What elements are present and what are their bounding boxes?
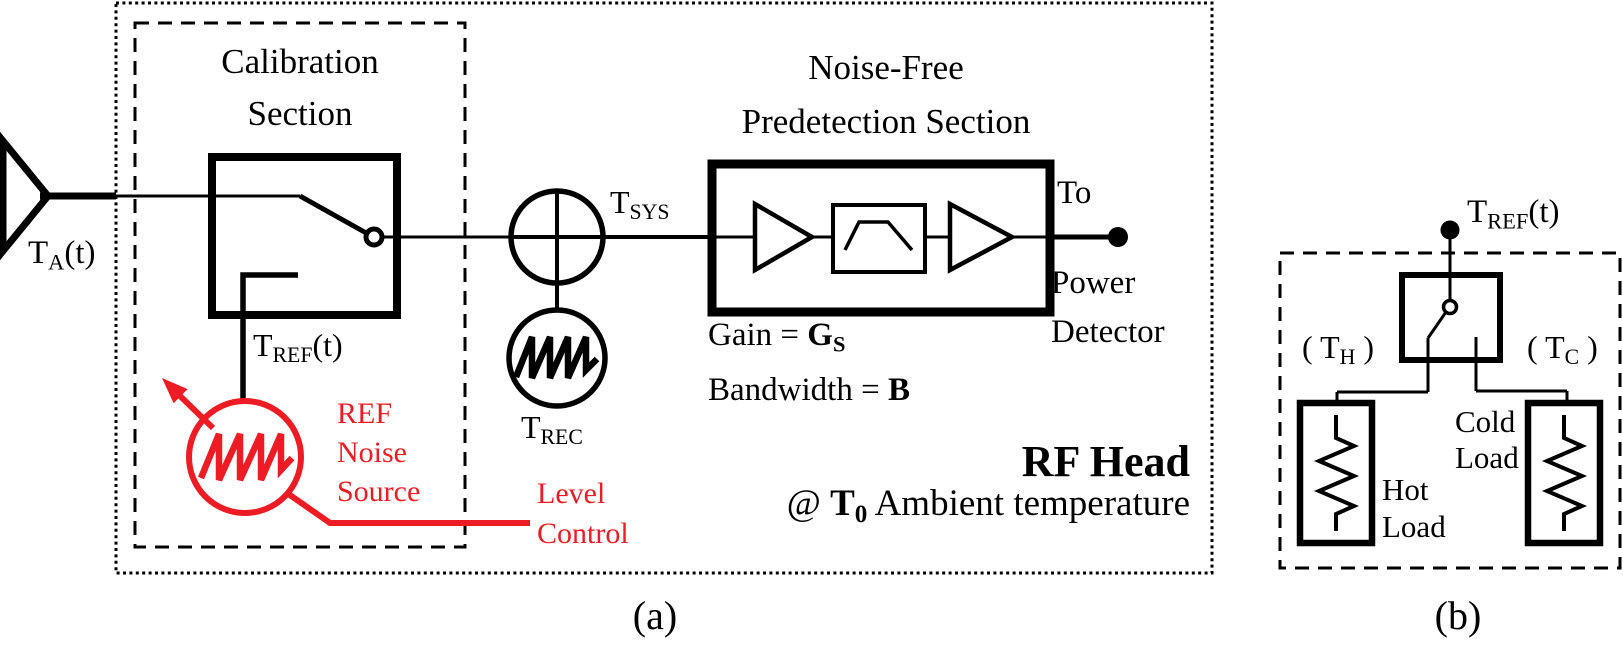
cold-load-label: Cold Load — [1455, 404, 1519, 475]
tref-label-b: TREF(t) — [1467, 194, 1560, 234]
calibration-dashed-box — [133, 21, 467, 549]
switch-ref-contact-line — [240, 272, 298, 403]
figure-a-caption: (a) — [632, 593, 678, 638]
trec-label: TREC — [521, 409, 583, 450]
ambient-temperature-label: @ T0 Ambient temperature — [786, 483, 1190, 529]
output-to-label: To — [1057, 175, 1092, 211]
cal-switch-lever — [1426, 311, 1448, 339]
calibration-section-title: Calibration Section — [221, 42, 379, 133]
amplifier2-icon — [947, 200, 1017, 274]
predetection-section-title: Noise-Free Predetection Section — [741, 48, 1031, 141]
variable-arrow-shaft — [175, 391, 216, 431]
antenna-temperature-label: TA(t) — [28, 235, 96, 275]
hot-load-resistor-icon — [1313, 415, 1360, 531]
ref-noise-source-label: REF Noise Source — [337, 397, 421, 508]
level-control-label: Level Control — [537, 477, 629, 550]
hot-temperature-label: ( TH ) — [1302, 329, 1374, 370]
gain-label: Gain = GS — [708, 317, 846, 357]
hot-load-label: Hot Load — [1382, 472, 1446, 544]
figure-b-caption: (b) — [1434, 593, 1482, 638]
switch-pivot-circle — [363, 226, 385, 248]
tref-label-a: TREF(t) — [253, 327, 343, 368]
variable-arrow-head-icon — [162, 378, 188, 404]
rf-head-dotted-box — [114, 1, 1214, 575]
output-node-dot — [1108, 227, 1128, 247]
receiver-noise-zigzag-icon — [512, 335, 600, 380]
amplifier1-icon — [752, 200, 817, 274]
power-detector-label: Power Detector — [1051, 265, 1165, 350]
bandwidth-label: Bandwidth = B — [708, 372, 910, 408]
cal-switch-pivot-circle — [1441, 298, 1459, 316]
tref-node-dot — [1440, 220, 1460, 240]
ref-noise-source-icon — [186, 398, 304, 516]
switch-lever — [298, 193, 370, 237]
antenna-icon — [0, 131, 53, 261]
ref-noise-zigzag-icon — [197, 432, 295, 482]
cold-temperature-label: ( TC ) — [1527, 329, 1598, 370]
bandpass-filter-icon — [843, 220, 914, 252]
rf-head-title: RF Head — [1021, 437, 1190, 486]
cold-load-resistor-icon — [1541, 415, 1588, 531]
tsys-label: TSYS — [610, 184, 670, 225]
level-control-line — [285, 490, 530, 526]
bandpass-filter-box — [831, 203, 927, 274]
